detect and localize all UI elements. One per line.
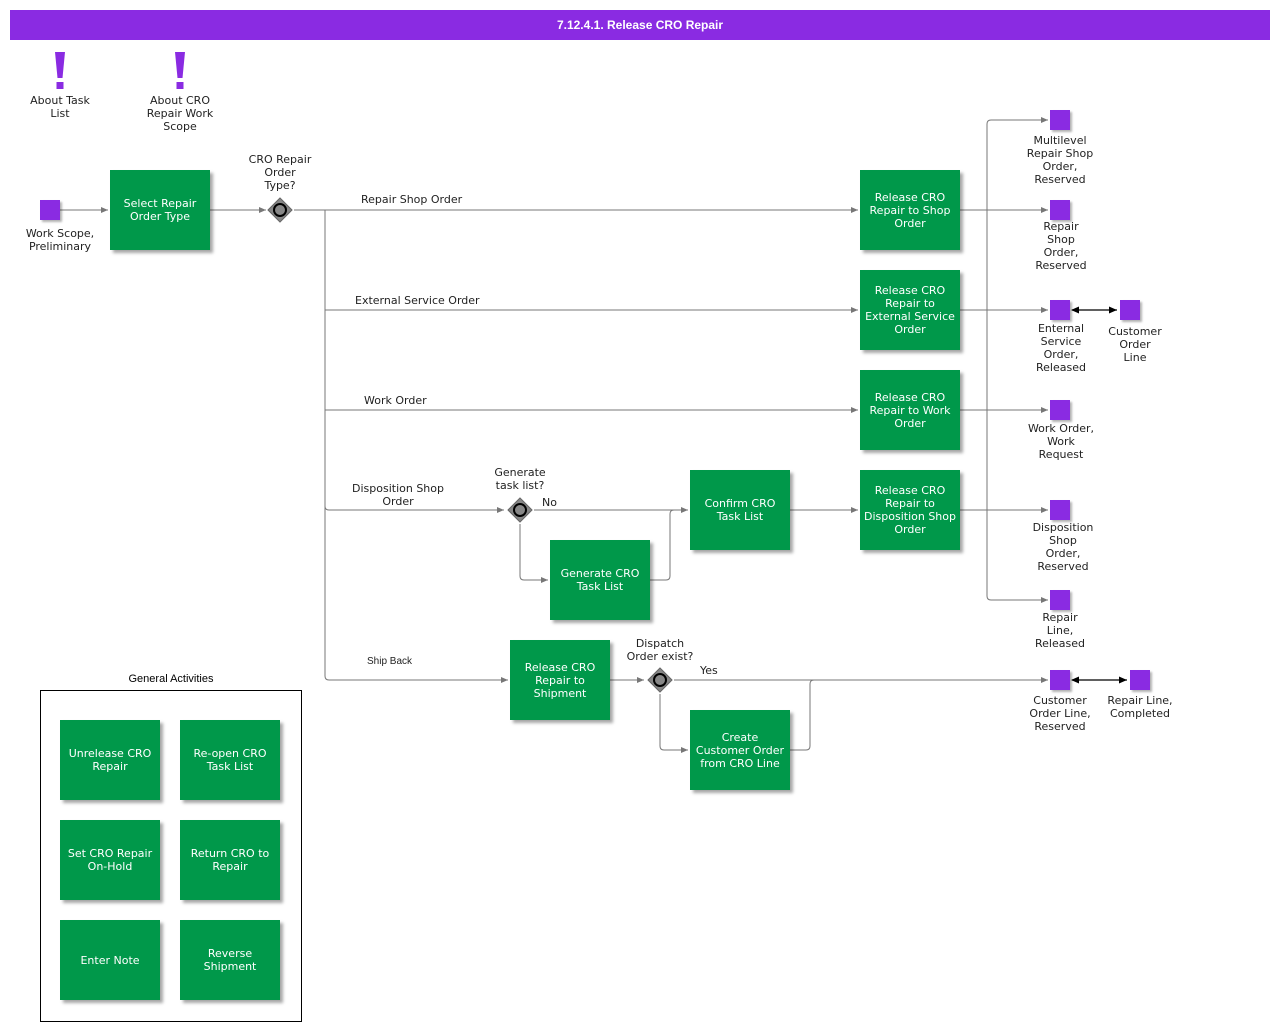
repair-shop-event[interactable]	[1050, 200, 1070, 220]
edge-yes-generate	[519, 524, 548, 583]
edge-trunk	[324, 210, 330, 681]
customer-order-line-reserved-event[interactable]	[1050, 670, 1070, 690]
generate-task-gateway-icon[interactable]	[507, 497, 533, 523]
work-scope-start-event[interactable]	[40, 200, 60, 220]
external-service-event[interactable]	[1050, 300, 1070, 320]
edge-label-external-service-order: External Service Order	[355, 294, 480, 307]
repair-line-released-event[interactable]	[1050, 590, 1070, 610]
edge-right-bus	[986, 117, 1048, 125]
general-activities-title: General Activities	[128, 673, 214, 685]
edge-label-yes: Yes	[700, 664, 718, 677]
edge-no-dispatch	[659, 694, 688, 753]
edge-label-work-order: Work Order	[364, 394, 427, 407]
disposition-shop-event[interactable]	[1050, 500, 1070, 520]
edge-label-no: No	[542, 496, 557, 509]
customer-order-line-event[interactable]	[1120, 300, 1140, 320]
repair-line-completed-label: Repair Line,Completed	[1107, 694, 1173, 720]
about-task-list-exclamation-icon[interactable]	[53, 50, 67, 92]
edge-create-to-line	[790, 679, 815, 751]
edge-label-ship-back: Ship Back	[367, 656, 413, 667]
order-type-gateway-icon[interactable]	[267, 197, 293, 223]
about-work-scope-exclamation-icon[interactable]	[173, 50, 187, 92]
work-order-event[interactable]	[1050, 400, 1070, 420]
edge-generate-to-confirm	[650, 509, 675, 581]
multilevel-event[interactable]	[1050, 110, 1070, 130]
repair-line-completed-event[interactable]	[1130, 670, 1150, 690]
dispatch-gateway-icon[interactable]	[647, 667, 673, 693]
edge-disposition	[324, 505, 504, 513]
edge-label-repair-shop-order: Repair Shop Order	[361, 193, 463, 206]
work-scope-label: Work Scope,Preliminary	[25, 227, 95, 253]
diagram-title: 7.12.4.1. Release CRO Repair	[10, 10, 1270, 40]
enter-note-task[interactable]: Enter Note	[60, 920, 160, 1000]
